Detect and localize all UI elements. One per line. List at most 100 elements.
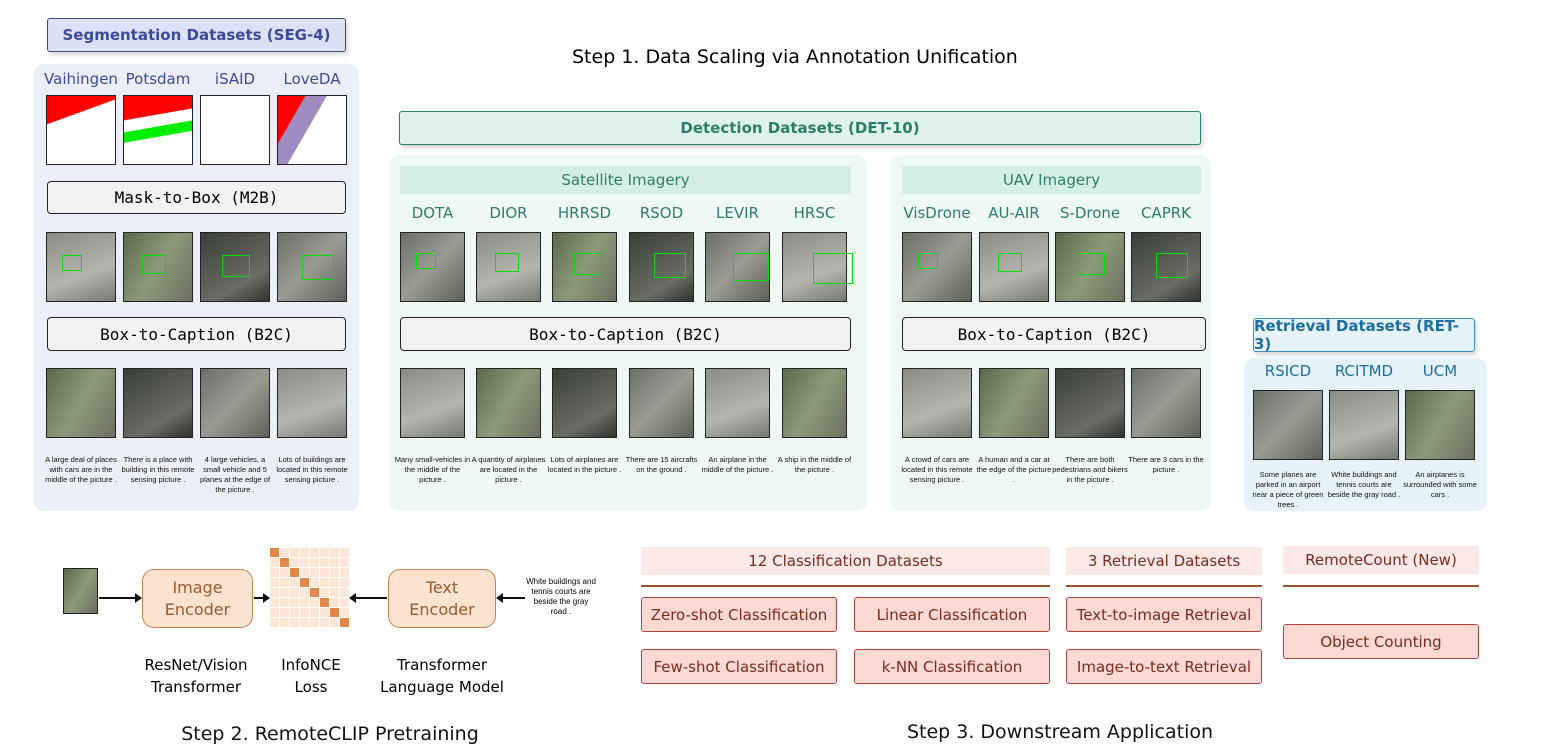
count-header: RemoteCount (New) [1283, 546, 1479, 574]
uav-name: CAPRK [1140, 204, 1192, 222]
sat-caption: There are 15 aircrafts on the ground . [625, 455, 698, 474]
matrix-cell [270, 618, 279, 627]
sat-image [705, 368, 770, 438]
seg-b2c-box: Box-to-Caption (B2C) [47, 317, 346, 351]
sat-name: DOTA [411, 204, 454, 222]
uav-name: VisDrone [903, 204, 971, 222]
ret-image [1329, 390, 1399, 460]
seg-image [200, 368, 270, 438]
matrix-cell [270, 568, 279, 577]
uav-image [1131, 232, 1201, 302]
matrix-cell [340, 598, 349, 607]
image-encoder: Image Encoder [142, 569, 253, 628]
sat-caption: Lots of airplanes are located in the pic… [547, 455, 622, 474]
matrix-cell [290, 558, 299, 567]
matrix-cell-positive [330, 608, 339, 617]
matrix-cell [310, 548, 319, 557]
matrix-cell [280, 598, 289, 607]
seg-caption: There is a place with building in this r… [121, 455, 195, 484]
matrix-cell [280, 568, 289, 577]
seg-title: Segmentation Datasets (SEG-4) [47, 18, 346, 52]
seg-name: iSAID [214, 70, 256, 88]
bounding-box [142, 255, 166, 274]
input-image [63, 568, 98, 614]
uav-image [1055, 232, 1125, 302]
task-i2t: Image-to-text Retrieval [1066, 649, 1262, 684]
matrix-cell-positive [290, 568, 299, 577]
bounding-box [302, 255, 334, 280]
uav-image [1131, 368, 1201, 438]
uav-b2c-box: Box-to-Caption (B2C) [902, 317, 1206, 351]
sat-name: LEVIR [716, 204, 759, 222]
matrix-cell [300, 618, 309, 627]
matrix-cell [280, 578, 289, 587]
uav-image [979, 368, 1049, 438]
seg-caption: A large deal of places with cars are in … [45, 455, 117, 484]
sat-image [476, 368, 541, 438]
ret-image [1253, 390, 1323, 460]
ret-caption: White buildings and tennis courts are be… [1327, 470, 1401, 499]
seg-caption: Lots of buildings are located in this re… [276, 455, 348, 484]
matrix-cell-positive [310, 588, 319, 597]
uav-caption: A crowd of cars are located in this remo… [901, 455, 973, 484]
sat-image [552, 368, 617, 438]
sat-name: HRSC [793, 204, 836, 222]
uav-image [979, 232, 1049, 302]
matrix-cell [320, 588, 329, 597]
matrix-cell [300, 598, 309, 607]
sat-caption: An airplane in the middle of the picture… [701, 455, 774, 474]
ret-title: Retrieval Datasets (RET-3) [1253, 317, 1475, 353]
seg-image [123, 232, 193, 302]
arrow [349, 593, 387, 603]
bounding-box [222, 255, 250, 277]
uav-caption: There are 3 cars in the picture . [1128, 455, 1204, 474]
sat-b2c-box: Box-to-Caption (B2C) [400, 317, 851, 351]
sat-name: DIOR [489, 204, 528, 222]
ret-name: UCM [1422, 362, 1458, 380]
matrix-cell [320, 608, 329, 617]
arrow [496, 593, 525, 603]
sat-image [400, 368, 465, 438]
matrix-cell [310, 558, 319, 567]
matrix-cell [270, 608, 279, 617]
matrix-cell [320, 558, 329, 567]
matrix-cell-positive [320, 598, 329, 607]
matrix-cell [340, 578, 349, 587]
matrix-cell-positive [270, 548, 279, 557]
arrow [254, 593, 270, 603]
matrix-cell [300, 588, 309, 597]
sat-image [552, 232, 617, 302]
bounding-box [574, 253, 602, 275]
matrix-cell [290, 598, 299, 607]
sat-image [400, 232, 465, 302]
ret-name: RCITMD [1334, 362, 1394, 380]
image-encoder-label: ResNet/Vision Transformer [144, 656, 248, 696]
bounding-box [62, 255, 82, 271]
matrix-cell [270, 598, 279, 607]
matrix-cell [330, 558, 339, 567]
bounding-box [416, 253, 436, 269]
uav-caption: There are both pedestrians and bikers in… [1052, 455, 1128, 484]
matrix-cell [340, 588, 349, 597]
input-caption: White buildings and tennis courts are be… [526, 577, 596, 616]
matrix-cell [340, 548, 349, 557]
bounding-box [998, 253, 1022, 272]
m2b-box: Mask-to-Box (M2B) [47, 181, 346, 214]
seg-image [200, 232, 270, 302]
text-encoder: Text Encoder [388, 569, 496, 628]
seg-image [46, 95, 116, 165]
satellite-header: Satellite Imagery [400, 166, 851, 194]
matrix-cell [280, 608, 289, 617]
matrix-cell [310, 568, 319, 577]
sat-caption: Many small-vehicles in the middle of the… [394, 455, 471, 484]
sat-caption: A quantity of airplanes are located in t… [471, 455, 546, 484]
task-knn: k-NN Classification [854, 649, 1050, 684]
matrix-cell [330, 598, 339, 607]
uav-caption: A human and a car at the edge of the pic… [976, 455, 1052, 484]
bounding-box [1156, 253, 1188, 278]
matrix-cell [300, 548, 309, 557]
matrix-cell-positive [280, 558, 289, 567]
matrix-cell-positive [340, 618, 349, 627]
ret-caption: An airplanes is surrounded with some car… [1403, 470, 1477, 499]
seg-name: Vaihingen [44, 70, 118, 88]
